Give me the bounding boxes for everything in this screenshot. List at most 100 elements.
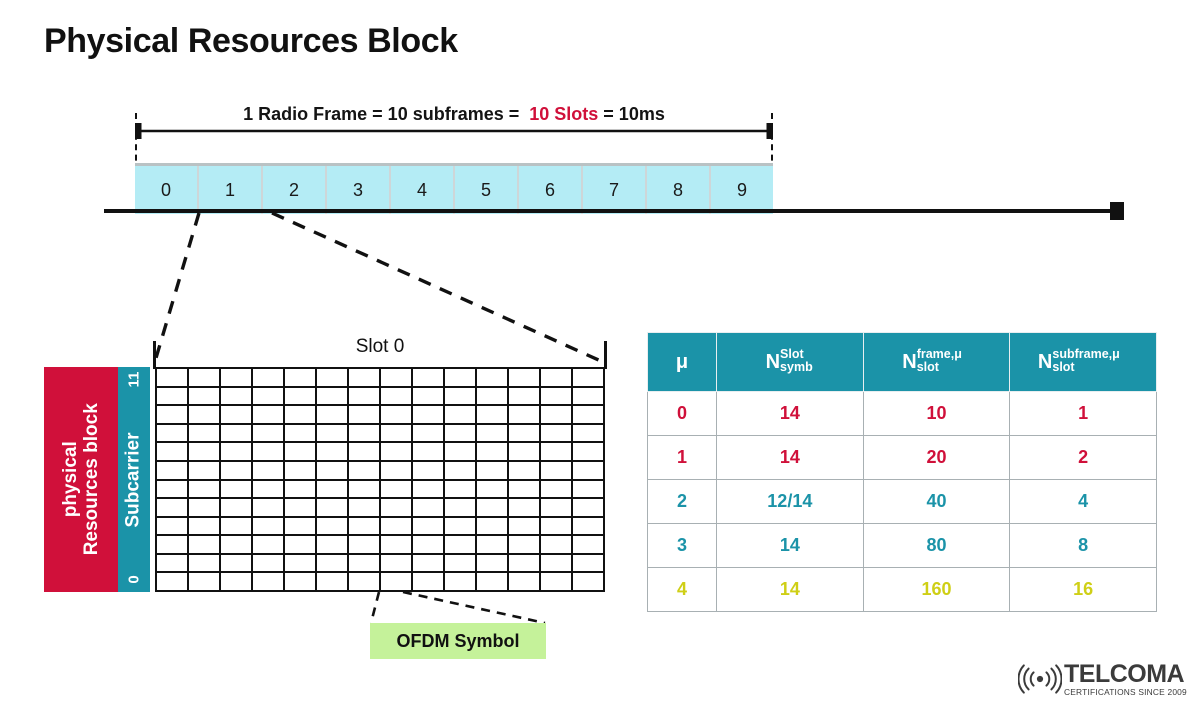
resource-element-cell[interactable] [189,387,221,407]
resource-element-cell[interactable] [413,406,445,425]
resource-element-cell[interactable] [285,499,317,518]
resource-element-cell[interactable] [573,461,605,481]
resource-element-cell[interactable] [573,573,605,592]
subframe-cell[interactable]: 6 [519,166,583,214]
resource-element-cell[interactable] [413,461,445,481]
resource-element-cell[interactable] [381,499,413,518]
resource-element-cell[interactable] [413,554,445,574]
resource-element-cell[interactable] [189,369,221,388]
subframe-cell[interactable]: 7 [583,166,647,214]
subframe-cell[interactable]: 4 [391,166,455,214]
subframe-cell[interactable]: 0 [135,166,199,214]
resource-element-cell[interactable] [445,443,477,462]
resource-element-cell[interactable] [445,554,477,574]
resource-element-cell[interactable] [349,480,381,500]
resource-element-cell[interactable] [541,499,573,518]
resource-element-cell[interactable] [541,424,573,444]
resource-element-cell[interactable] [221,406,253,425]
resource-element-cell[interactable] [573,517,605,537]
resource-element-cell[interactable] [381,369,413,388]
resource-element-cell[interactable] [509,499,541,518]
resource-element-cell[interactable] [157,443,189,462]
resource-element-cell[interactable] [541,443,573,462]
resource-element-cell[interactable] [541,406,573,425]
resource-element-cell[interactable] [541,536,573,555]
resource-element-cell[interactable] [541,387,573,407]
resource-element-cell[interactable] [445,461,477,481]
resource-element-cell[interactable] [573,536,605,555]
resource-element-cell[interactable] [573,424,605,444]
resource-element-cell[interactable] [413,443,445,462]
resource-element-cell[interactable] [541,369,573,388]
resource-element-cell[interactable] [541,573,573,592]
resource-element-cell[interactable] [189,573,221,592]
resource-element-cell[interactable] [189,480,221,500]
resource-element-cell[interactable] [317,443,349,462]
resource-element-cell[interactable] [253,443,285,462]
resource-element-cell[interactable] [509,443,541,462]
resource-element-cell[interactable] [477,387,509,407]
resource-element-cell[interactable] [509,461,541,481]
resource-element-cell[interactable] [477,499,509,518]
resource-element-cell[interactable] [285,369,317,388]
subframe-cell[interactable]: 8 [647,166,711,214]
resource-element-cell[interactable] [541,461,573,481]
resource-element-cell[interactable] [573,387,605,407]
resource-element-cell[interactable] [317,406,349,425]
resource-element-cell[interactable] [317,369,349,388]
resource-element-cell[interactable] [509,406,541,425]
resource-element-cell[interactable] [317,573,349,592]
resource-element-cell[interactable] [541,480,573,500]
resource-element-cell[interactable] [349,554,381,574]
resource-element-cell[interactable] [221,461,253,481]
resource-element-cell[interactable] [157,369,189,388]
resource-element-cell[interactable] [445,406,477,425]
resource-element-cell[interactable] [413,369,445,388]
resource-element-cell[interactable] [573,480,605,500]
resource-element-cell[interactable] [381,536,413,555]
resource-element-cell[interactable] [445,369,477,388]
resource-element-cell[interactable] [253,369,285,388]
resource-element-cell[interactable] [157,536,189,555]
resource-element-cell[interactable] [445,536,477,555]
resource-element-cell[interactable] [477,536,509,555]
resource-element-cell[interactable] [157,387,189,407]
resource-element-cell[interactable] [477,424,509,444]
resource-element-cell[interactable] [317,517,349,537]
resource-element-cell[interactable] [509,387,541,407]
resource-element-cell[interactable] [189,536,221,555]
resource-element-cell[interactable] [157,480,189,500]
resource-element-cell[interactable] [253,461,285,481]
resource-element-cell[interactable] [253,554,285,574]
resource-element-cell[interactable] [253,573,285,592]
resource-element-cell[interactable] [189,517,221,537]
resource-element-cell[interactable] [253,424,285,444]
subframe-cell[interactable]: 2 [263,166,327,214]
resource-element-cell[interactable] [477,406,509,425]
resource-element-cell[interactable] [189,443,221,462]
resource-element-cell[interactable] [285,536,317,555]
resource-element-cell[interactable] [477,554,509,574]
resource-element-cell[interactable] [381,387,413,407]
resource-element-cell[interactable] [317,499,349,518]
resource-element-cell[interactable] [445,387,477,407]
resource-element-cell[interactable] [157,424,189,444]
resource-element-cell[interactable] [509,480,541,500]
resource-element-cell[interactable] [477,517,509,537]
resource-element-cell[interactable] [445,424,477,444]
resource-element-cell[interactable] [157,406,189,425]
resource-element-cell[interactable] [317,480,349,500]
resource-element-cell[interactable] [221,480,253,500]
resource-element-cell[interactable] [573,443,605,462]
resource-element-cell[interactable] [477,461,509,481]
resource-element-cell[interactable] [509,517,541,537]
resource-element-cell[interactable] [349,499,381,518]
subframe-cell[interactable]: 5 [455,166,519,214]
resource-element-cell[interactable] [189,499,221,518]
resource-element-cell[interactable] [285,443,317,462]
